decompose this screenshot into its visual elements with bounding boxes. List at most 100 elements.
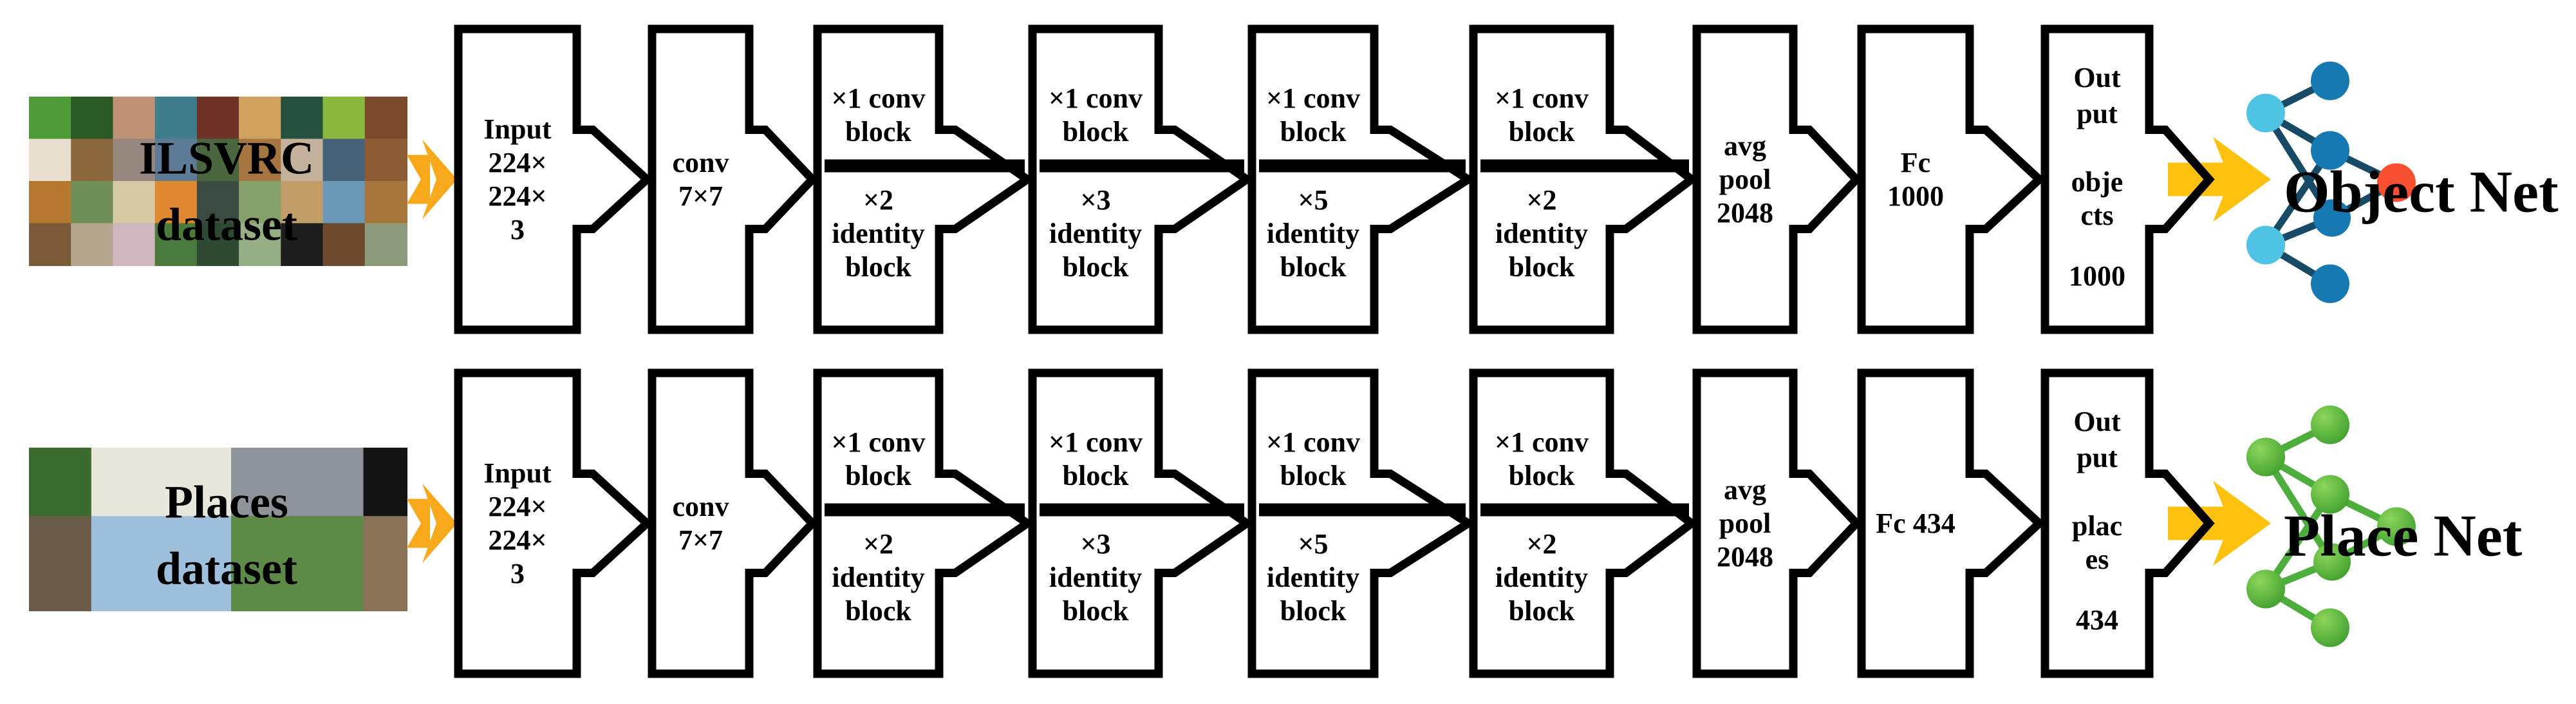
- block-label-line: block: [1063, 116, 1129, 147]
- block-label-line: ×5: [1298, 528, 1328, 560]
- collage-tile: [364, 223, 407, 266]
- block-label-line: plac: [2072, 510, 2122, 542]
- block-label-line: block: [1063, 595, 1129, 627]
- block-label-line: avg: [1724, 130, 1766, 162]
- flow-arrow-icon: [2168, 480, 2271, 566]
- collage-tile: [154, 181, 198, 224]
- collage-tile: [231, 516, 364, 611]
- block-label-line: block: [1509, 251, 1575, 283]
- block-label-line: pool: [1719, 508, 1771, 539]
- collage-tile: [91, 516, 232, 611]
- block-label-line: ×1 conv: [1266, 82, 1360, 114]
- block-label-line: 224×: [488, 147, 546, 178]
- block-label-line: ×3: [1080, 528, 1110, 560]
- collage-tile: [322, 97, 366, 140]
- net-node: [2246, 93, 2285, 133]
- block-fc-434: Fc 434: [1857, 368, 2046, 678]
- block-label-line: 224×: [488, 491, 546, 522]
- block-label-line: conv: [673, 147, 729, 178]
- block-label-line: 3: [510, 558, 525, 589]
- block-outline-overlay: [2040, 24, 2215, 334]
- net-node: [2377, 163, 2416, 202]
- block-label-line: ×1 conv: [831, 82, 925, 114]
- dataset-arrow-icon: [407, 139, 457, 220]
- collage-tile: [239, 223, 282, 266]
- residual-bar: [1480, 503, 1689, 517]
- place-net-label: Place Net: [2284, 503, 2523, 569]
- block-label-line: 7×7: [678, 180, 723, 212]
- collage-tile: [71, 97, 114, 140]
- collage-tile: [154, 223, 198, 266]
- block-label-line: block: [1280, 460, 1347, 491]
- collage-tile: [281, 138, 324, 182]
- net-node: [2246, 225, 2285, 265]
- block-label-line: identity: [1495, 562, 1588, 593]
- collage-tile: [113, 97, 156, 140]
- object-net-icon: [2246, 61, 2416, 303]
- net-node: [2313, 199, 2351, 237]
- collage-tile: [281, 97, 324, 140]
- block-label-line: put: [2077, 442, 2118, 473]
- collage-tile: [113, 223, 156, 266]
- block-label-line: identity: [1049, 562, 1142, 593]
- block-label-line: 224×: [488, 180, 546, 212]
- block-label-line: es: [2086, 544, 2109, 575]
- collage-tile: [91, 448, 232, 517]
- block-label-line: identity: [832, 218, 924, 249]
- collage-tile: [113, 181, 156, 224]
- block-label-line: avg: [1724, 474, 1766, 506]
- collage-tile: [363, 448, 407, 517]
- block-label-line: ×2: [1526, 184, 1556, 216]
- block-shape: [1469, 24, 1699, 334]
- dataset-label-line: dataset: [156, 199, 297, 251]
- collage-tile: [322, 223, 366, 266]
- block-label-line: ×5: [1298, 184, 1328, 216]
- net-node: [2311, 475, 2349, 514]
- net-node: [2246, 569, 2285, 609]
- block-label-line: block: [1509, 116, 1575, 147]
- place-net-icon: [2246, 405, 2416, 647]
- collage-tile: [29, 448, 92, 517]
- block-label-line: identity: [1267, 218, 1359, 249]
- block-label-line: block: [1280, 116, 1347, 147]
- block-label-line: identity: [1049, 218, 1142, 249]
- block-label-line: ×2: [1526, 528, 1556, 560]
- net-node: [2311, 405, 2349, 444]
- block-shape: [1857, 24, 2046, 334]
- block-label-line: obje: [2071, 166, 2123, 198]
- net-node: [2311, 61, 2349, 100]
- net-node: [2377, 507, 2416, 546]
- block-label-line: ×1 conv: [1049, 82, 1143, 114]
- collage-tile: [29, 138, 72, 182]
- block-outline-overlay: [2040, 368, 2215, 678]
- block-label-line: conv: [673, 491, 729, 522]
- residual-bar: [1040, 503, 1244, 517]
- places-collage: [29, 448, 407, 611]
- collage-tile: [71, 223, 114, 266]
- block-label-line: cts: [2080, 200, 2113, 231]
- collage-tile: [322, 138, 366, 182]
- block-label-line: block: [1063, 460, 1129, 491]
- collage-tile: [71, 138, 114, 182]
- block-shape: [454, 368, 653, 678]
- collage-tile: [196, 181, 240, 224]
- block-shape: [1028, 24, 1255, 334]
- collage-tile: [281, 181, 324, 224]
- collage-tile: [364, 97, 407, 140]
- collage-tile: [322, 181, 366, 224]
- net-node: [2246, 437, 2285, 477]
- block-shape: [1247, 368, 1477, 678]
- net-edge: [2262, 109, 2336, 222]
